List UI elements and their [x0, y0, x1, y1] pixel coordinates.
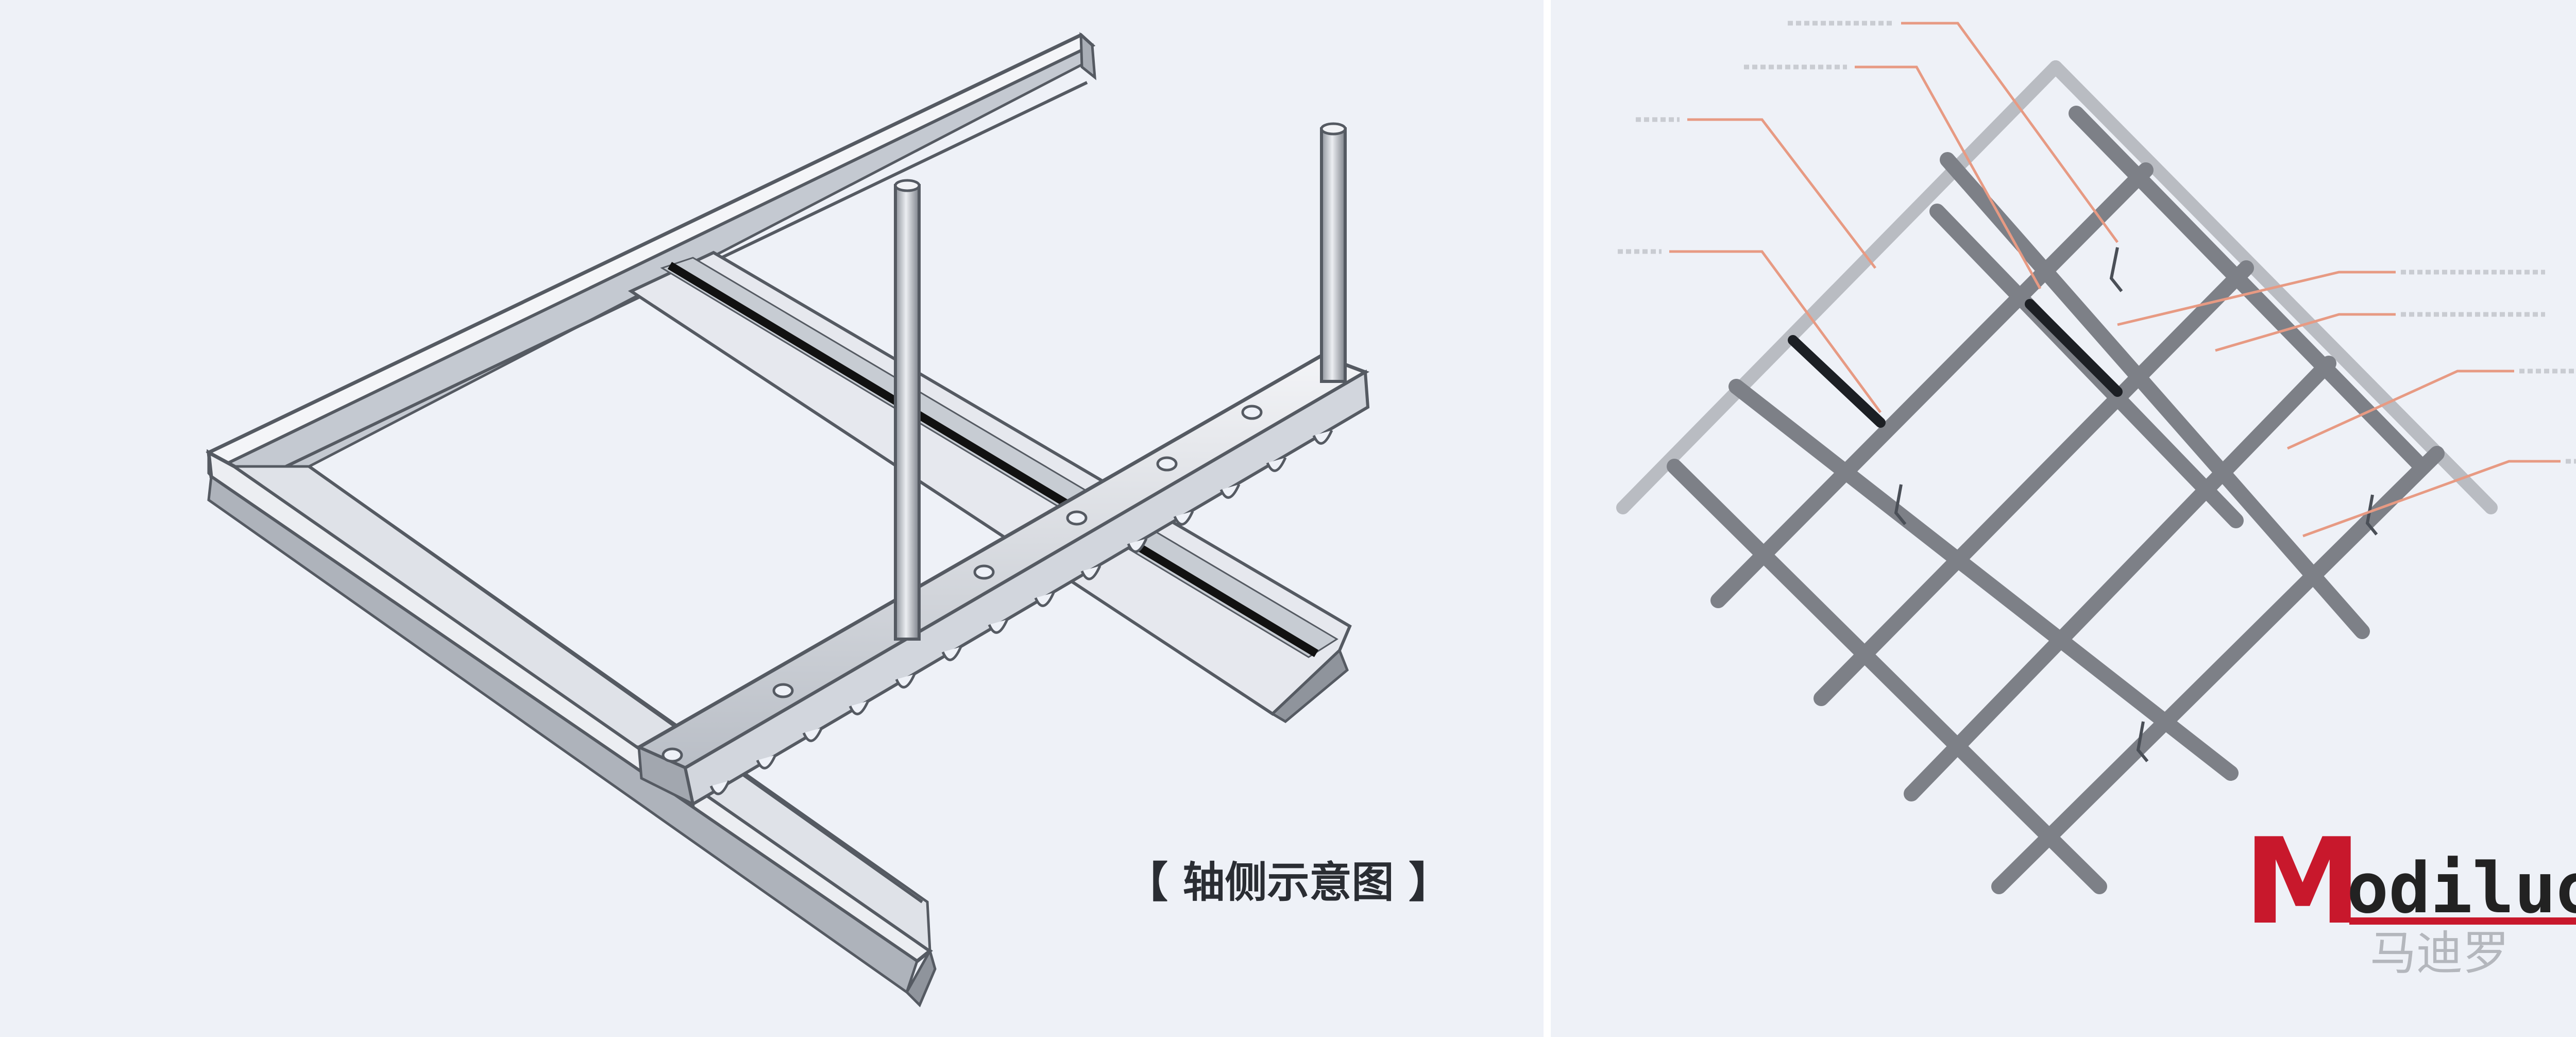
grid-accent-bars: [1788, 299, 2123, 428]
logo-wordmark: odiluo: [2347, 848, 2576, 929]
grid-diagram: M odiluo 马迪罗: [1616, 21, 2576, 980]
cross-runner: [628, 250, 1352, 724]
diagram-caption: 【 轴侧示意图 】: [1126, 858, 1451, 907]
logo-underline: [2349, 917, 2576, 925]
frame-top-arm: [206, 32, 1096, 491]
frame-left-arm: [206, 449, 937, 1008]
suspension-rods: [894, 122, 1347, 641]
axonometric-diagram: 【 轴侧示意图 】: [206, 32, 1451, 1008]
callout-lines: [1669, 22, 2561, 538]
panel-divider: [1544, 0, 1551, 1037]
logo-M: M: [2244, 813, 2362, 951]
rivets: [662, 405, 1263, 763]
grid-bars-down-left: [1710, 162, 2445, 894]
brand-logo: M odiluo 马迪罗: [2244, 813, 2576, 980]
callout-label-placeholders: [1618, 21, 2576, 464]
hanger-wires: [1894, 247, 2378, 762]
logo-cn: 马迪罗: [2370, 926, 2509, 980]
main-carrier-bar: [635, 354, 1370, 807]
